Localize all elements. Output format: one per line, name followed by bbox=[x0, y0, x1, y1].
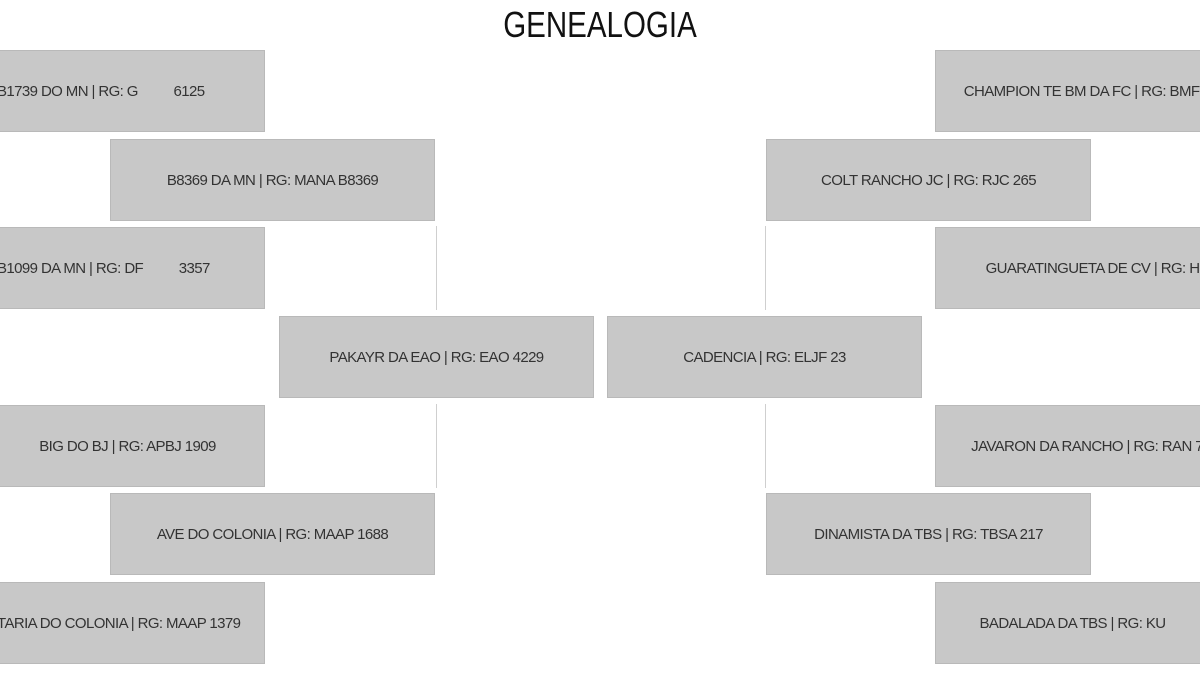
right-parent-box-2[interactable]: DINAMISTA DA TBS | RG: TBSA 217 bbox=[766, 493, 1091, 575]
right-grandparent-box-2[interactable]: GUARATINGUETA DE CV | RG: HI bbox=[935, 227, 1200, 309]
box-label: B1739 DO MN | RG: G 6125 bbox=[0, 82, 205, 100]
box-label: PAKAYR DA EAO | RG: EAO 4229 bbox=[329, 348, 544, 366]
left-parent-box-1[interactable]: B8369 DA MN | RG: MANA B8369 bbox=[110, 139, 435, 221]
left-grandparent-box-4[interactable]: TARIA DO COLONIA | RG: MAAP 1379 bbox=[0, 582, 265, 664]
connector-right-upper bbox=[765, 226, 766, 310]
box-label: JAVARON DA RANCHO | RG: RAN 7 bbox=[971, 437, 1200, 455]
box-label: BIG DO BJ | RG: APBJ 1909 bbox=[39, 437, 216, 455]
box-label: CADENCIA | RG: ELJF 23 bbox=[683, 348, 846, 366]
left-grandparent-box-2[interactable]: B1099 DA MN | RG: DF 3357 bbox=[0, 227, 265, 309]
connector-right-lower bbox=[765, 404, 766, 488]
sire-box[interactable]: PAKAYR DA EAO | RG: EAO 4229 bbox=[279, 316, 594, 398]
box-label: CHAMPION TE BM DA FC | RG: BMFI bbox=[963, 82, 1200, 100]
left-grandparent-box-1[interactable]: B1739 DO MN | RG: G 6125 bbox=[0, 50, 265, 132]
connector-left-upper bbox=[436, 226, 437, 310]
dam-box[interactable]: CADENCIA | RG: ELJF 23 bbox=[607, 316, 922, 398]
box-label: COLT RANCHO JC | RG: RJC 265 bbox=[821, 171, 1037, 189]
box-label: BADALADA DA TBS | RG: KU bbox=[979, 614, 1167, 632]
page-title: GENEALOGIA bbox=[503, 4, 697, 45]
box-label: GUARATINGUETA DE CV | RG: HI bbox=[985, 259, 1200, 277]
box-label: B1099 DA MN | RG: DF 3357 bbox=[0, 259, 210, 277]
connector-left-lower bbox=[436, 404, 437, 488]
box-label: DINAMISTA DA TBS | RG: TBSA 217 bbox=[814, 525, 1043, 543]
box-label: B8369 DA MN | RG: MANA B8369 bbox=[166, 171, 379, 189]
right-grandparent-box-4[interactable]: BADALADA DA TBS | RG: KU bbox=[935, 582, 1200, 664]
right-grandparent-box-1[interactable]: CHAMPION TE BM DA FC | RG: BMFI bbox=[935, 50, 1200, 132]
box-label: AVE DO COLONIA | RG: MAAP 1688 bbox=[156, 525, 389, 543]
left-parent-box-2[interactable]: AVE DO COLONIA | RG: MAAP 1688 bbox=[110, 493, 435, 575]
left-grandparent-box-3[interactable]: BIG DO BJ | RG: APBJ 1909 bbox=[0, 405, 265, 487]
right-parent-box-1[interactable]: COLT RANCHO JC | RG: RJC 265 bbox=[766, 139, 1091, 221]
right-grandparent-box-3[interactable]: JAVARON DA RANCHO | RG: RAN 7 bbox=[935, 405, 1200, 487]
box-label: TARIA DO COLONIA | RG: MAAP 1379 bbox=[0, 614, 241, 632]
